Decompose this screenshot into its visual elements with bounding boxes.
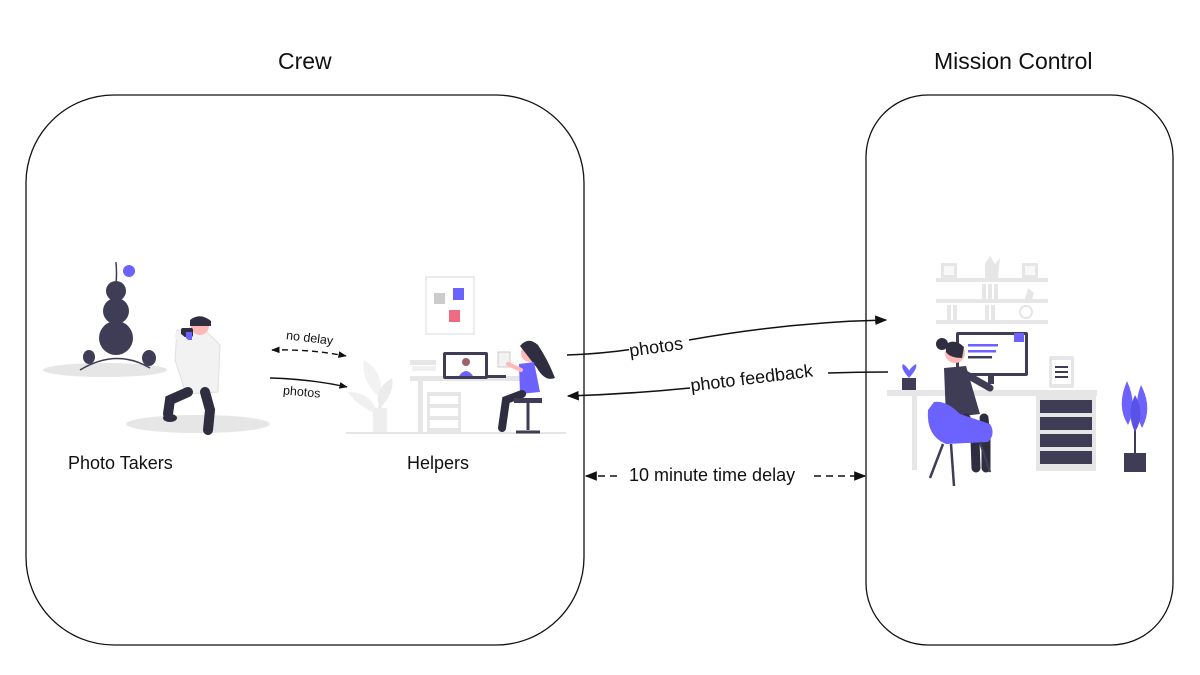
crew-container <box>25 94 585 646</box>
edge-no-delay <box>271 346 347 358</box>
photo-takers-label: Photo Takers <box>68 453 173 473</box>
helpers-illustration <box>346 276 566 434</box>
mission-control-illustration <box>887 256 1148 487</box>
crew-title: Crew <box>278 48 332 74</box>
photos-internal-label: photos <box>282 383 322 401</box>
edge-photos-to-mc <box>566 320 886 356</box>
mission-control-title: Mission Control <box>934 48 1093 74</box>
photo-takers-illustration <box>43 261 270 435</box>
edge-photo-feedback <box>568 371 889 396</box>
time-delay-label: 10 minute time delay <box>629 465 796 485</box>
edge-photos-internal <box>269 377 348 389</box>
helpers-label: Helpers <box>407 453 470 473</box>
mission-control-container <box>865 94 1174 646</box>
